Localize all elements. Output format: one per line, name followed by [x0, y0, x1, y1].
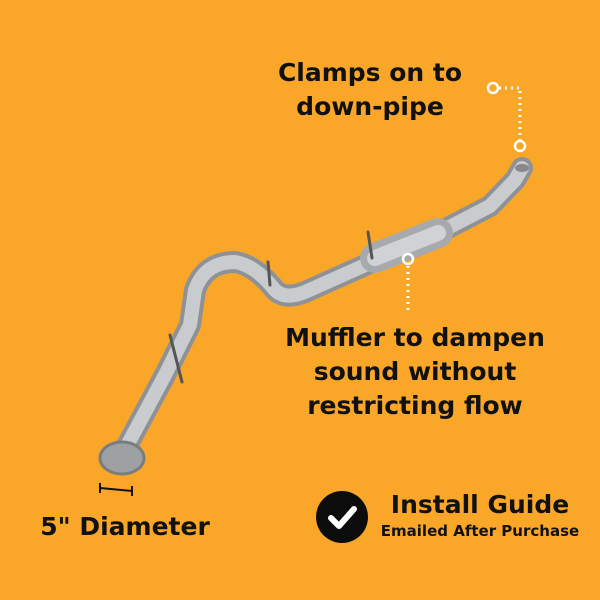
- install-guide-title: Install Guide: [390, 490, 570, 519]
- diameter-marker: [99, 487, 133, 492]
- pipe-inlet: [515, 164, 529, 172]
- muffler-callout: Muffler to dampen sound without restrict…: [285, 323, 545, 420]
- diameter-label: 5" Diameter: [40, 512, 210, 541]
- install-guide-subtitle: Emailed After Purchase: [380, 522, 580, 540]
- checkmark-icon: [316, 491, 368, 543]
- pipe-highlight: [115, 161, 529, 462]
- clamps-callout-line: [499, 86, 522, 140]
- pipe-outlet: [98, 440, 146, 476]
- clamps-callout: Clamps on to down-pipe: [277, 58, 463, 121]
- hanger: [168, 230, 374, 384]
